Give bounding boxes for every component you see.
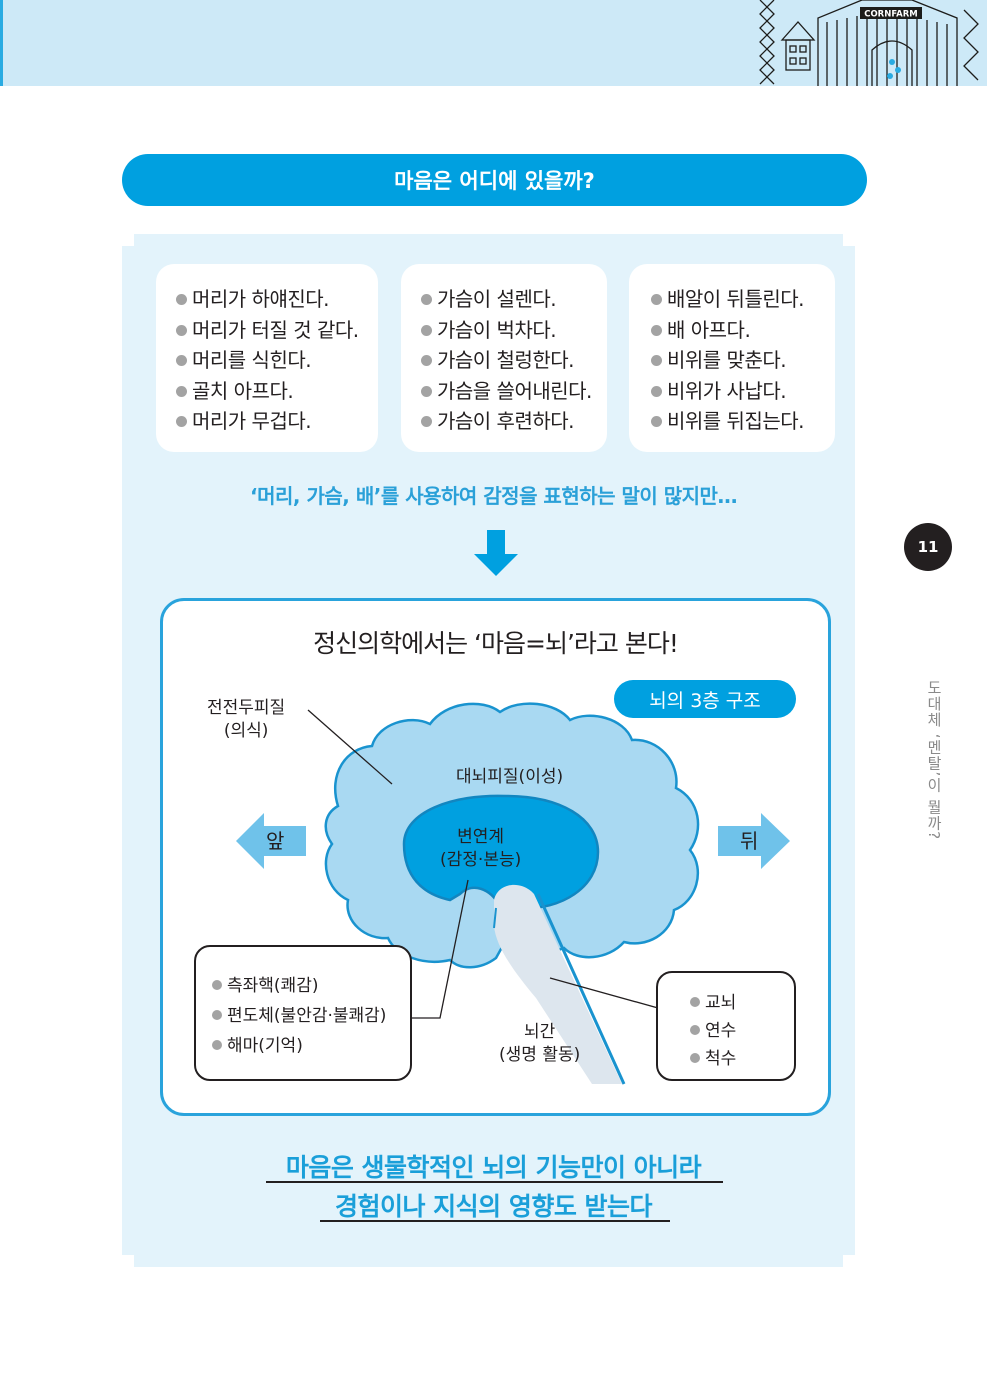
- bullet-icon: [690, 997, 700, 1007]
- brain-illustration: [236, 702, 790, 1085]
- brainstem-label: 뇌간(생명 활동): [499, 1022, 581, 1065]
- limbic-system-shape: [402, 794, 600, 910]
- list-item: 척수: [690, 1045, 794, 1073]
- bullet-icon: [421, 355, 432, 366]
- card-head-phrases: 머리가 하얘진다. 머리가 터질 것 같다. 머리를 식힌다. 골치 아프다. …: [156, 264, 378, 452]
- list-item: 가슴이 철렁한다.: [421, 345, 607, 376]
- list-item: 가슴을 쓸어내린다.: [421, 376, 607, 407]
- bullet-icon: [421, 324, 432, 336]
- bullet-icon: [690, 1053, 700, 1063]
- list-item: 머리가 하얘진다.: [176, 284, 378, 315]
- bullet-icon: [651, 294, 662, 305]
- arrow-down-icon: [474, 530, 518, 576]
- transition-text: ‘머리, 가슴, 배’를 사용하여 감정을 표현하는 말이 많지만…: [250, 484, 737, 508]
- list-item: 해마(기억): [212, 1031, 410, 1061]
- list-item: 가슴이 후련하다.: [421, 406, 607, 437]
- underline: [266, 1181, 723, 1183]
- arrow-left-icon: [236, 813, 306, 869]
- bullet-icon: [421, 416, 432, 427]
- prefrontal-cortex-label: 전전두피질(의식): [207, 698, 286, 741]
- list-item: 비위를 맞춘다.: [651, 345, 835, 376]
- card-belly-phrases: 배알이 뒤틀린다. 배 아프다. 비위를 맞춘다. 비위가 사납다. 비위를 뒤…: [629, 264, 835, 452]
- brainstem-parts-box: 교뇌 연수 척수: [656, 971, 796, 1081]
- brainstem-shape: [494, 884, 622, 1084]
- card-chest-phrases: 가슴이 설렌다. 가슴이 벅차다. 가슴이 철렁한다. 가슴을 쓸어내린다. 가…: [401, 264, 607, 452]
- limbic-system-label: 변연계(감정·본능): [440, 827, 522, 870]
- brain-structure-badge: 뇌의 3층 구조: [614, 680, 796, 718]
- list-item: 머리가 터질 것 같다.: [176, 315, 378, 346]
- bullet-icon: [212, 1010, 222, 1020]
- conclusion-line-2: 경험이나 지식의 영향도 받는다: [334, 1192, 653, 1221]
- list-item: 연수: [690, 1017, 794, 1045]
- bullet-icon: [212, 1040, 222, 1050]
- bullet-icon: [421, 294, 432, 305]
- conclusion-line-1: 마음은 생물학적인 뇌의 기능만이 아니라: [285, 1153, 702, 1182]
- underline: [320, 1220, 670, 1222]
- front-label: 앞: [266, 829, 285, 853]
- brainstem-leader-line: [549, 977, 659, 1009]
- list-item: 머리를 식힌다.: [176, 345, 378, 376]
- list-item: 교뇌: [690, 989, 794, 1017]
- list-item: 머리가 무겁다.: [176, 406, 378, 437]
- list-item: 골치 아프다.: [176, 376, 378, 407]
- cerebral-cortex-label: 대뇌피질(이성): [456, 767, 564, 787]
- running-title: 도대체 ‘멘탈’이 뭘까?: [925, 680, 943, 841]
- bullet-icon: [212, 980, 222, 990]
- list-item: 비위가 사납다.: [651, 376, 835, 407]
- bullet-icon: [421, 385, 432, 397]
- farm-sign-text: CORNFARM: [864, 10, 918, 20]
- limbic-parts-box: 측좌핵(쾌감) 편도체(불안감·불쾌감) 해마(기억): [194, 945, 412, 1081]
- list-item: 배알이 뒤틀린다.: [651, 284, 835, 315]
- list-item: 가슴이 설렌다.: [421, 284, 607, 315]
- section-title: 마음은 어디에 있을까?: [122, 154, 867, 206]
- bullet-icon: [176, 355, 187, 366]
- back-label: 뒤: [740, 829, 759, 853]
- page-number: 11: [904, 523, 952, 571]
- list-item: 가슴이 벅차다.: [421, 315, 607, 346]
- bullet-icon: [176, 294, 187, 305]
- list-item: 편도체(불안감·불쾌감): [212, 1001, 410, 1031]
- prefrontal-leader-line: [307, 709, 393, 785]
- list-item: 비위를 뒤집는다.: [651, 406, 835, 437]
- bullet-icon: [651, 324, 662, 336]
- limbic-leader-line: [412, 879, 469, 1019]
- bullet-icon: [651, 355, 662, 366]
- bullet-icon: [176, 324, 187, 336]
- list-item: 배 아프다.: [651, 315, 835, 346]
- farm-barn-illustration: CORNFARM: [752, 0, 987, 86]
- bullet-icon: [651, 416, 662, 427]
- bullet-icon: [176, 416, 187, 427]
- diagram-heading: 정신의학에서는 ‘마음=뇌’라고 본다!: [313, 629, 679, 658]
- bullet-icon: [690, 1025, 700, 1035]
- list-item: 측좌핵(쾌감): [212, 971, 410, 1001]
- bullet-icon: [176, 385, 187, 397]
- arrow-right-icon: [718, 813, 790, 869]
- bullet-icon: [651, 385, 662, 397]
